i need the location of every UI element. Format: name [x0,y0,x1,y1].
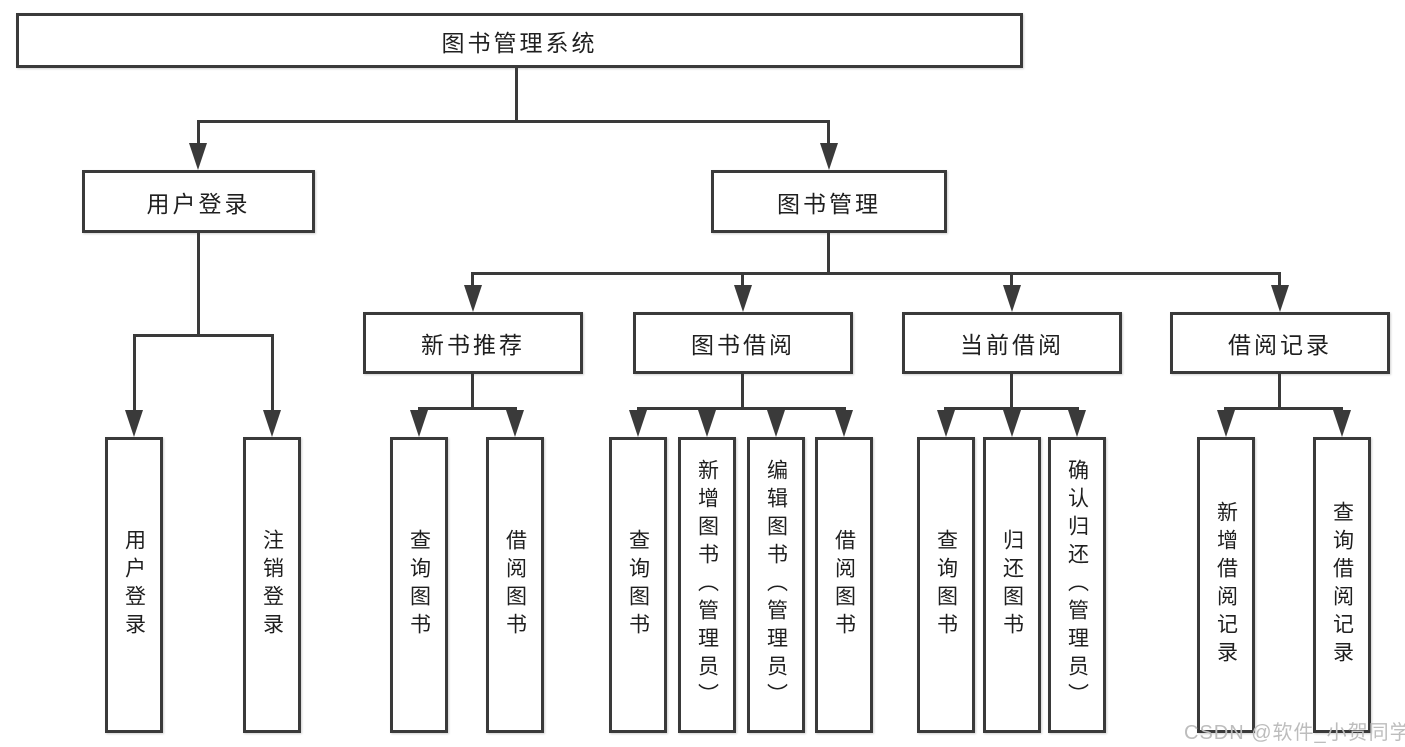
arrowhead-leaf-query-book-3 [937,410,955,437]
node-label: 借阅记录 [1228,332,1332,358]
arrowhead-leaf-add-book [698,410,716,437]
arrowhead-leaf-add-record [1217,410,1235,437]
arrowhead-leaf-return-book [1003,410,1021,437]
connector-current-borrow-hbar [944,407,1079,410]
connector-arrow-user-login [197,120,200,146]
leaf-label: 查询借阅记录 [1330,501,1354,669]
leaf-add-borrow-record: 新增借阅记录 [1197,437,1255,733]
connector-borrow-records-stem [1278,374,1281,410]
leaf-confirm-return-admin: 确认归还（管理员） [1048,437,1106,733]
node-book-borrow: 图书借阅 [633,312,853,374]
leaf-label: 新增借阅记录 [1214,501,1238,669]
leaf-label: 借阅图书 [832,529,856,641]
node-label: 新书推荐 [421,332,525,358]
leaf-borrow-book-1: 借阅图书 [486,437,544,733]
leaf-query-book-1: 查询图书 [390,437,448,733]
node-label: 图书管理系统 [441,29,598,56]
leaf-query-book-2: 查询图书 [609,437,667,733]
arrowhead-book-management [820,143,838,170]
leaf-query-borrow-record: 查询借阅记录 [1313,437,1371,733]
leaf-user-login: 用户登录 [105,437,163,733]
node-label: 图书借阅 [691,332,795,358]
leaf-borrow-book-2: 借阅图书 [815,437,873,733]
arrowhead-leaf-borrow-book-2 [835,410,853,437]
arrowhead-current-borrow [1003,285,1021,312]
arrowhead-user-login [189,143,207,170]
leaf-label: 借阅图书 [503,529,527,641]
connector-book-management-stem [827,233,830,275]
arrowhead-book-borrow [734,285,752,312]
leaf-edit-book-admin: 编辑图书（管理员） [747,437,805,733]
node-label: 用户登录 [146,190,251,217]
connector-root-stem [515,68,518,122]
arrowhead-leaf-query-book-2 [629,410,647,437]
leaf-label: 查询图书 [934,529,958,641]
arrowhead-leaf-confirm-return [1068,410,1086,437]
node-user-login: 用户登录 [82,170,315,233]
leaf-label: 确认归还（管理员） [1065,459,1089,711]
connector-arrow-book-borrow [741,272,744,288]
connector-new-book-hbar [418,407,517,410]
arrowhead-new-book [464,285,482,312]
arrowhead-leaf-logout [263,410,281,437]
leaf-add-book-admin: 新增图书（管理员） [678,437,736,733]
connector-new-book-stem [471,374,474,410]
connector-borrow-records-hbar [1224,407,1343,410]
connector-user-login-stem [197,233,200,337]
leaf-label: 查询图书 [407,529,431,641]
connector-book-borrow-stem [741,374,744,410]
arrowhead-leaf-query-book-1 [410,410,428,437]
arrowhead-leaf-borrow-book-1 [506,410,524,437]
arrowhead-borrow-records [1271,285,1289,312]
node-root-library-system: 图书管理系统 [16,13,1023,68]
leaf-label: 归还图书 [1000,529,1024,641]
connector-book-management-hbar [471,272,1281,275]
arrowhead-leaf-user-login [125,410,143,437]
connector-arrow-leaf-logout [271,334,274,412]
node-new-book-recommend: 新书推荐 [363,312,583,374]
connector-arrow-current-borrow [1010,272,1013,288]
node-label: 当前借阅 [960,332,1064,358]
leaf-label: 用户登录 [122,529,146,641]
connector-current-borrow-stem [1010,374,1013,410]
node-book-management: 图书管理 [711,170,947,233]
connector-root-hbar [197,120,830,123]
connector-arrow-borrow-records [1278,272,1281,288]
leaf-query-book-3: 查询图书 [917,437,975,733]
node-borrow-records: 借阅记录 [1170,312,1390,374]
connector-user-login-hbar [133,334,274,337]
connector-book-borrow-hbar [637,407,846,410]
node-current-borrow: 当前借阅 [902,312,1122,374]
node-label: 图书管理 [777,190,881,217]
leaf-label: 新增图书（管理员） [695,459,719,711]
arrowhead-leaf-query-record [1333,410,1351,437]
leaf-logout: 注销登录 [243,437,301,733]
leaf-label: 查询图书 [626,529,650,641]
connector-arrow-leaf-user-login [133,334,136,412]
leaf-return-book: 归还图书 [983,437,1041,733]
csdn-watermark: CSDN @软件_小贺同学 [1184,722,1405,744]
leaf-label: 编辑图书（管理员） [764,459,788,711]
leaf-label: 注销登录 [260,529,284,641]
arrowhead-leaf-edit-book [767,410,785,437]
connector-arrow-new-book [471,272,474,288]
connector-arrow-book-management [827,120,830,146]
